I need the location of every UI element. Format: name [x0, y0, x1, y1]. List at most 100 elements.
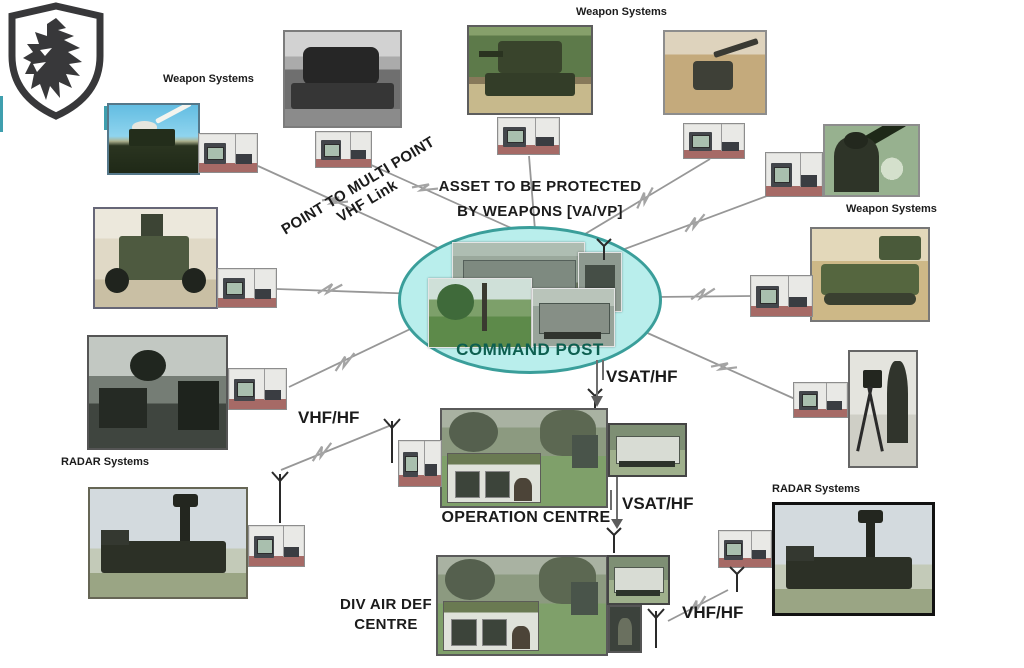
teal-accent-strip — [0, 96, 3, 132]
photo-weapon-manpads — [823, 124, 920, 197]
radar-mast — [866, 515, 876, 568]
photo-div-air-def-centre — [436, 555, 608, 656]
vhf-hf-label: VHF/HF — [682, 603, 744, 622]
radio-screen — [207, 146, 225, 161]
radio-amp-box — [264, 389, 281, 401]
missile-box — [879, 236, 922, 260]
lion-shield-logo — [8, 2, 104, 120]
radio-screen — [759, 289, 778, 304]
truck-body — [100, 540, 226, 574]
radar-systems-label: RADAR Systems — [772, 483, 861, 495]
truck-body — [785, 556, 912, 590]
monitor-screen — [451, 619, 477, 647]
radio-table — [498, 145, 559, 154]
radio-screen — [726, 542, 742, 557]
wheels-strip — [616, 590, 660, 596]
optics-device — [863, 370, 882, 389]
radio-set-icon — [683, 123, 745, 159]
frame-divider — [720, 124, 722, 151]
frame-divider — [424, 441, 426, 477]
frame-divider — [535, 118, 537, 147]
photo-comms-truck-inset — [608, 423, 687, 477]
radio-screen — [404, 455, 418, 472]
frame-divider — [263, 369, 265, 401]
radio-amp-box — [425, 464, 438, 477]
radio-amp-box — [235, 153, 252, 164]
radio-screen — [256, 539, 274, 554]
rf-link-line — [359, 159, 521, 233]
radio-table — [719, 558, 771, 567]
radio-amp-box — [254, 288, 271, 299]
radio-set-icon — [398, 440, 442, 487]
tree-canopy — [437, 284, 474, 320]
frame-divider — [826, 383, 828, 410]
sensor-head — [140, 213, 163, 238]
wheel — [182, 267, 207, 294]
truck-cab — [785, 546, 815, 562]
radio-amp-box — [721, 141, 739, 151]
vhf-hf-label: VHF/HF — [298, 408, 360, 427]
wheels-strip — [544, 332, 602, 340]
monitor-screen — [484, 471, 510, 499]
radio-screen — [323, 143, 341, 157]
radio-unit — [253, 535, 275, 558]
rf-link-line — [288, 321, 426, 388]
radio-amp-box — [536, 136, 554, 147]
photo-weapon-camo-vehicle — [93, 207, 218, 309]
div-centre-line-2: CENTRE — [354, 616, 418, 633]
radio-table — [794, 408, 847, 417]
antenna-icon — [606, 527, 622, 553]
radio-table — [218, 297, 276, 307]
radio-table — [399, 475, 441, 486]
radio-table — [766, 185, 822, 196]
operator-figure — [511, 625, 531, 650]
asset-line-1: ASSET TO BE PROTECTED — [438, 178, 642, 195]
radio-set-icon — [750, 275, 813, 317]
tank-gun — [478, 51, 504, 58]
rf-link-line — [276, 288, 421, 295]
tracks — [823, 292, 917, 305]
radio-amp-box — [827, 400, 843, 410]
radio-amp-box — [283, 546, 300, 558]
radio-set-icon — [497, 117, 560, 155]
tank-turret — [498, 40, 562, 74]
radio-amp-box — [751, 549, 767, 560]
frame-divider — [788, 276, 790, 308]
photo-radar-truck-left — [88, 487, 248, 599]
vehicle-body — [119, 236, 190, 280]
tree-canopy — [448, 411, 498, 453]
helmet — [843, 131, 868, 150]
frame-divider — [800, 153, 802, 187]
rf-link-line — [667, 589, 729, 622]
rf-link-line — [280, 425, 390, 471]
launcher-turret — [128, 129, 175, 146]
radio-table — [684, 149, 744, 158]
radio-set-icon — [217, 268, 277, 308]
radio-screen — [692, 135, 711, 148]
monitor-screen — [481, 619, 508, 647]
radio-set-icon — [315, 131, 372, 168]
rf-link-line — [528, 155, 536, 231]
radio-table — [249, 556, 304, 566]
radar-systems-label: RADAR Systems — [61, 456, 150, 468]
weapon-systems-label: Weapon Systems — [163, 73, 254, 85]
radio-table — [316, 158, 371, 167]
lion-muzzle-icon — [33, 62, 46, 72]
soldier-silhouette — [886, 361, 909, 444]
frame-divider — [253, 269, 255, 299]
equipment-box — [178, 381, 220, 431]
photo-comms-truck-inset — [607, 555, 670, 605]
photo-weapon-aa-gun — [663, 30, 767, 115]
radio-set-icon — [718, 530, 772, 568]
photo-radar-truck-right — [772, 502, 935, 616]
asset-protected-label: ASSET TO BE PROTECTED BY WEAPONS [VA/VP] — [420, 174, 660, 224]
tree-canopy — [444, 558, 496, 600]
command-post-label: COMMAND POST — [456, 340, 604, 359]
monitor-screen — [455, 471, 481, 499]
lion-silhouette-icon — [23, 18, 82, 100]
photo-command-post-van — [532, 288, 615, 347]
radio-unit — [723, 539, 743, 560]
